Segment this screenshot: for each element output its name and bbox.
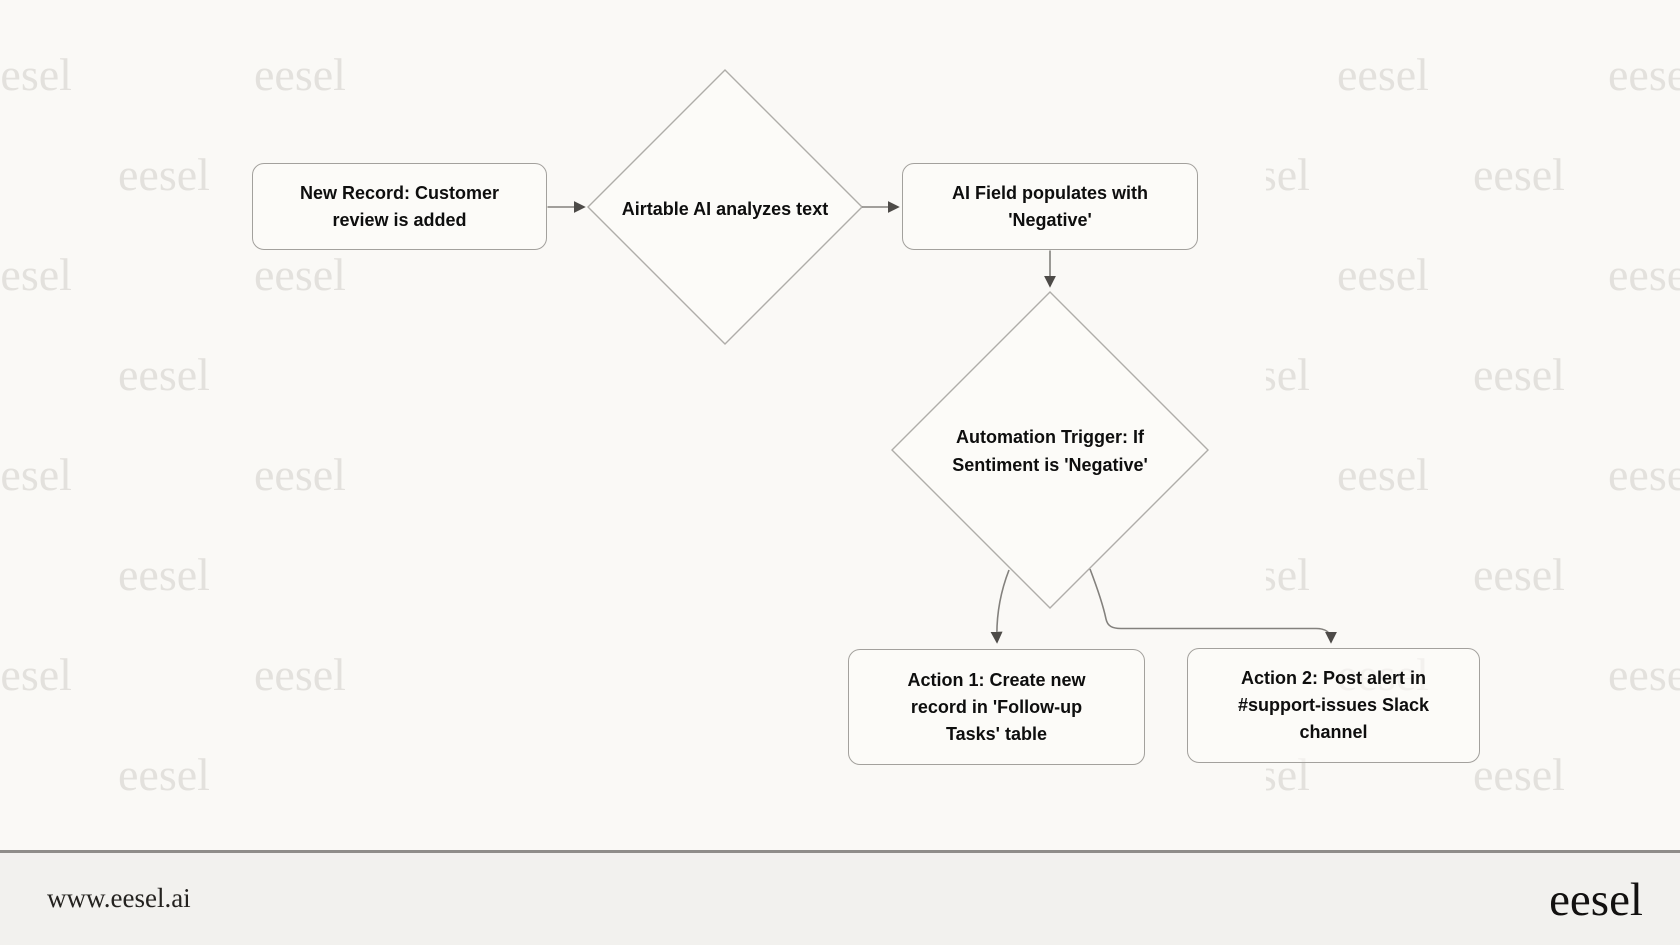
watermark-text: eesel [1608, 49, 1680, 100]
node-new-record-label: New Record: Customer review is added [300, 180, 499, 234]
node-ai-field-label: AI Field populates with 'Negative' [952, 180, 1148, 234]
node-text-line: 'Negative' [1008, 209, 1092, 230]
watermark-text: eesel [1608, 249, 1680, 300]
watermark-text: eesel [1337, 249, 1429, 300]
node-text-line: AI Field populates with [951, 182, 1148, 203]
footer-divider [0, 850, 1680, 853]
watermark-text: eesel [254, 449, 346, 500]
decision-analyze-shape [587, 69, 863, 345]
node-text-line: Tasks' table [945, 723, 1047, 744]
node-text-line: record in 'Follow-up [910, 696, 1083, 717]
watermark-text: eesel [1608, 649, 1680, 700]
watermark-text: eesel [1473, 349, 1565, 400]
node-text-line: Airtable AI analyzes text [621, 199, 829, 219]
decision-trigger-shape [891, 291, 1209, 609]
node-text-line: Sentiment is 'Negative' [952, 455, 1148, 475]
node-text-line: #support-issues Slack [1237, 695, 1430, 715]
edge-trigger-to-action2 [1089, 568, 1337, 644]
node-action1: Action 1: Create new record in 'Follow-u… [848, 649, 1145, 765]
edge-trigger-to-action1 [990, 569, 1010, 644]
node-analyze-label: Airtable AI analyzes text [595, 196, 855, 222]
node-action2-label: Action 2: Post alert in #support-issues … [1238, 665, 1429, 746]
watermark-text: eesel [118, 549, 210, 600]
watermark-text: eesel [0, 449, 72, 500]
watermark-text: eesel [118, 749, 210, 800]
footer-url: www.eesel.ai [47, 883, 191, 913]
node-trigger-label: Automation Trigger: If Sentiment is 'Neg… [925, 423, 1175, 479]
watermark-text: eesel [1337, 49, 1429, 100]
watermark-text: eesel [254, 249, 346, 300]
node-text-line: Action 2: Post alert in [1240, 668, 1426, 688]
watermark-text: eesel [118, 149, 210, 200]
watermark-text: eesel [0, 649, 72, 700]
node-action2: Action 2: Post alert in #support-issues … [1187, 648, 1480, 763]
node-ai-field-populates: AI Field populates with 'Negative' [902, 163, 1198, 250]
footer: www.eesel.ai eesel [0, 853, 1680, 945]
node-text-line: Action 1: Create new [907, 669, 1086, 690]
node-new-record: New Record: Customer review is added [252, 163, 547, 250]
watermark-text: eesel [0, 249, 72, 300]
watermark-text: eesel [1608, 449, 1680, 500]
watermark-text: eesel [1473, 149, 1565, 200]
watermark-text: eesel [118, 349, 210, 400]
node-text-line: Automation Trigger: If [956, 427, 1144, 447]
node-action1-label: Action 1: Create new record in 'Follow-u… [907, 667, 1085, 748]
watermark-text: eesel [254, 49, 346, 100]
watermark-text: eesel [254, 649, 346, 700]
watermark-text: eesel [0, 49, 72, 100]
node-text-line: channel [1299, 722, 1368, 742]
watermark-text: eesel [1337, 449, 1429, 500]
node-text-line: review is added [332, 209, 467, 230]
watermark-text: eesel [1473, 749, 1565, 800]
watermark-text: eesel [1473, 549, 1565, 600]
node-text-line: New Record: Customer [299, 182, 500, 203]
eesel-logo: eesel [1549, 874, 1643, 926]
